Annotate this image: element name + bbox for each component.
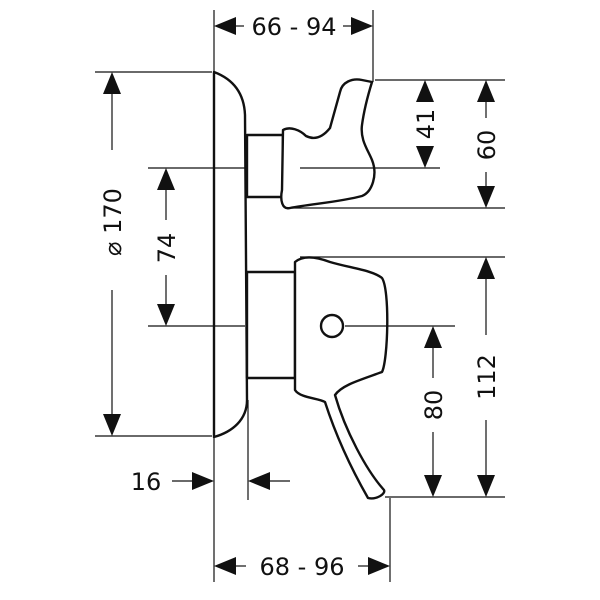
dim-top-width-label: 66 - 94 <box>252 13 337 41</box>
dim-diameter-label: ⌀ 170 <box>99 188 127 256</box>
dim-lever-112: 112 <box>473 257 501 497</box>
lever-handle <box>293 256 389 500</box>
lever-hole-icon <box>319 313 345 339</box>
dim-lever-112-label: 112 <box>473 354 501 400</box>
dim-center-74: 74 <box>153 168 181 326</box>
dim-handle-41-label: 41 <box>412 109 440 140</box>
dim-plate-16: 16 <box>131 468 290 496</box>
dim-handle-60: 60 <box>473 80 501 208</box>
escutcheon-plate <box>212 70 249 439</box>
diverter-handle <box>280 78 376 210</box>
dim-plate-16-label: 16 <box>131 468 162 496</box>
dim-center-74-label: 74 <box>153 233 181 264</box>
dim-lever-80-label: 80 <box>420 390 448 421</box>
extension-lines <box>95 10 505 582</box>
lower-body <box>245 270 297 380</box>
dim-bottom-width-label: 68 - 96 <box>260 553 345 581</box>
faucet-outline <box>212 70 389 500</box>
dim-handle-60-label: 60 <box>473 130 501 161</box>
dim-top-width: 66 - 94 <box>214 13 373 41</box>
dim-handle-41: 41 <box>412 80 440 168</box>
upper-stem <box>245 133 285 199</box>
dim-lever-80: 80 <box>420 326 448 497</box>
dim-bottom-width: 68 - 96 <box>214 553 390 581</box>
dim-diameter: ⌀ 170 <box>99 72 127 436</box>
